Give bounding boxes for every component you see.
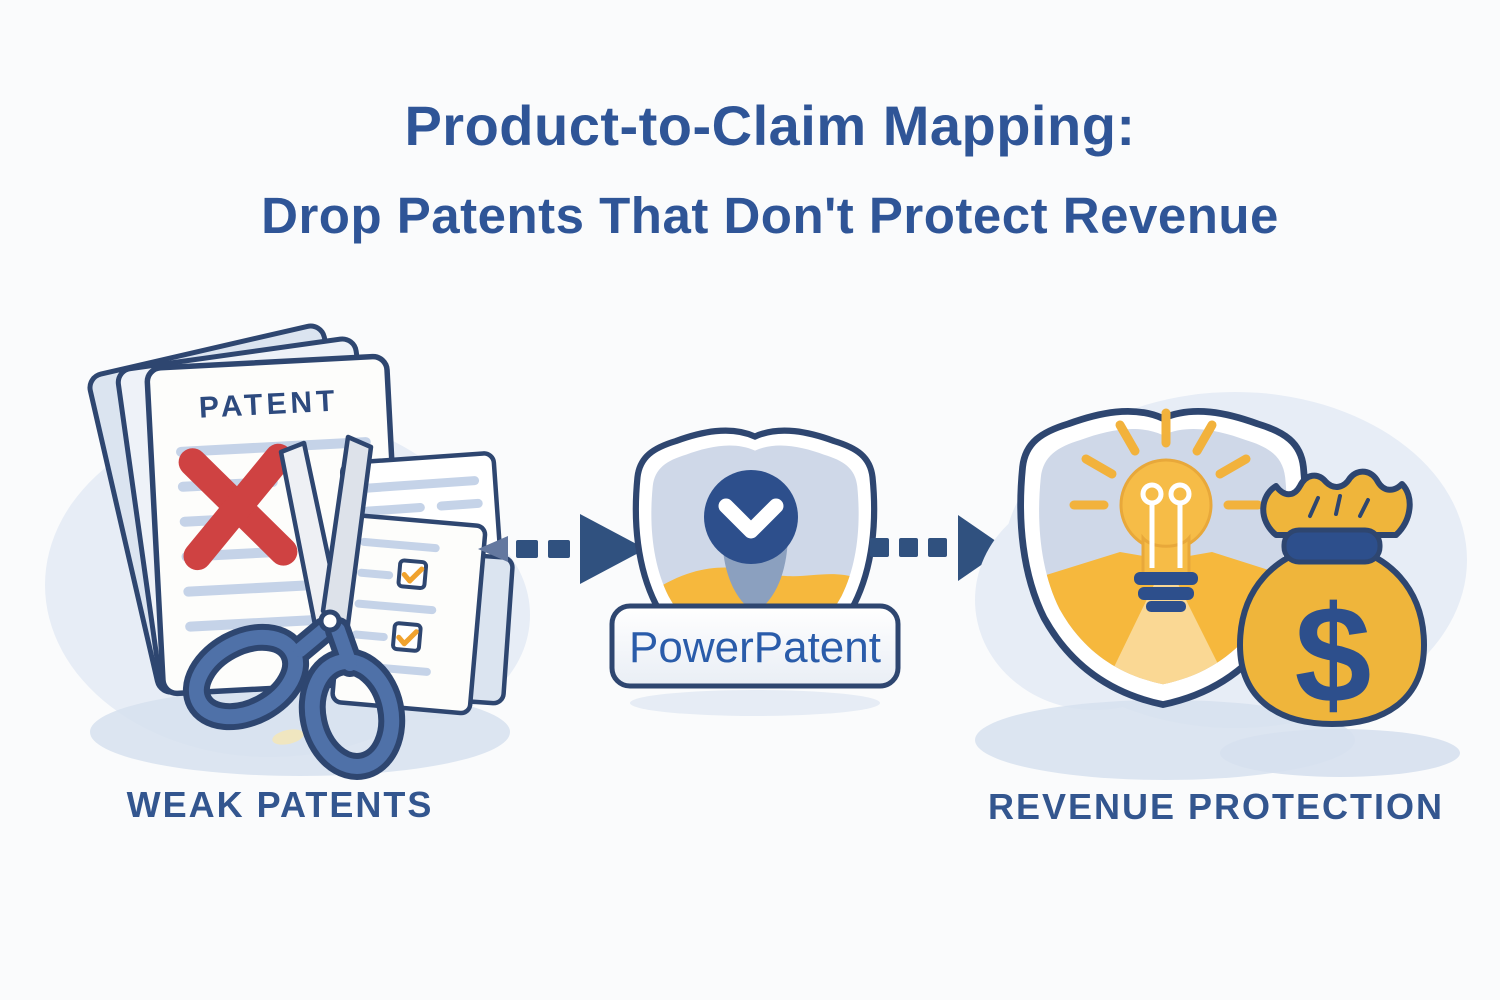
money-bag-body	[1236, 545, 1428, 728]
arrowhead-2	[958, 515, 1006, 581]
bulb-base	[1134, 572, 1198, 612]
caption-weak-patents: WEAK PATENTS	[126, 784, 434, 825]
ruffle-marks	[1308, 494, 1370, 518]
bulb-filament	[1140, 482, 1192, 568]
powerpatent-badge-label: PowerPatent	[629, 623, 881, 672]
arrowhead-1	[580, 514, 646, 584]
scissors-icon	[182, 434, 406, 780]
powerpatent-badge: PowerPatent	[609, 603, 901, 689]
weak-patents-illustration: PATENT	[45, 323, 530, 780]
bulb-glow	[1098, 560, 1236, 685]
checkbox-checked-icon	[396, 558, 429, 590]
bulb-rays	[1069, 408, 1263, 510]
title-line-1: Product-to-Claim Mapping:	[404, 94, 1136, 157]
patent-document: PATENT	[144, 353, 406, 697]
money-bag-shadow	[1220, 729, 1460, 777]
checkbox-checked-icon-2	[391, 621, 423, 653]
check-circle	[704, 470, 798, 564]
money-bag-icon: $	[1220, 468, 1460, 777]
red-cross-icon	[178, 443, 298, 571]
idea-shield-icon	[1021, 411, 1306, 715]
dashed-arrow-icon-2	[870, 515, 1006, 581]
check-icon	[718, 498, 784, 539]
revenue-protection-illustration: $	[975, 392, 1467, 780]
scissors-handle-right	[298, 617, 406, 780]
powerpatent-shield-illustration: PowerPatent	[609, 431, 901, 716]
bulb-glass	[1119, 458, 1213, 552]
lightbulb-icon	[1069, 408, 1263, 612]
scissors-pivot	[318, 609, 342, 633]
caption-revenue-protection: REVENUE PROTECTION	[987, 786, 1445, 827]
money-bag-band	[1281, 527, 1383, 565]
dashed-arrow-icon-1	[478, 514, 646, 584]
patent-document-title: PATENT	[198, 385, 339, 425]
title-line-2: Drop Patents That Don't Protect Revenue	[261, 187, 1279, 244]
paper-scrap	[272, 729, 304, 745]
dollar-sign: $	[1295, 578, 1372, 732]
scissors-handle-left	[182, 617, 337, 731]
checklist-text-lines	[349, 537, 440, 676]
page-title: Product-to-Claim Mapping: Drop Patents T…	[40, 94, 1500, 244]
badge-shadow	[630, 690, 880, 716]
